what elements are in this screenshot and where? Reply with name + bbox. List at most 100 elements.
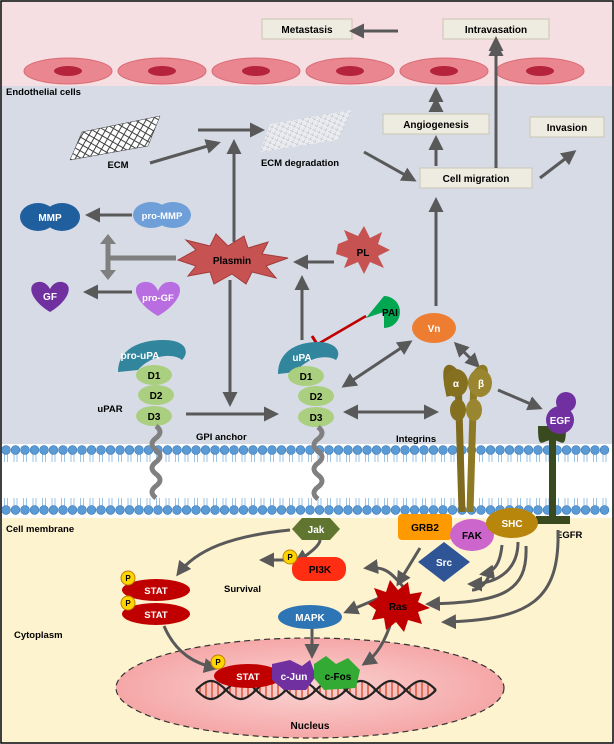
lipid-head: [229, 445, 239, 455]
lipid-head: [162, 445, 173, 455]
svg-text:GRB2: GRB2: [411, 523, 439, 534]
ecm-mesh: [69, 115, 161, 161]
mapk-node: MAPK: [278, 605, 342, 629]
lipid-head: [580, 445, 591, 455]
tee-arrowhead-down: [100, 270, 116, 280]
lipid-head: [219, 445, 230, 455]
lipid-head: [390, 505, 401, 515]
mmp-node: MMP: [20, 203, 80, 231]
ecm-degradation-mesh: [260, 110, 352, 152]
ecm-degradation-label: ECM degradation: [261, 158, 339, 169]
svg-text:STAT: STAT: [236, 672, 260, 683]
svg-text:PI3K: PI3K: [309, 565, 332, 576]
cell-membrane: [1, 445, 610, 515]
pro-mmp-node: pro-MMP: [133, 202, 191, 228]
lipid-head: [504, 445, 515, 455]
lipid-head: [428, 505, 439, 515]
lipid-head: [295, 445, 306, 455]
lipid-head: [362, 505, 372, 515]
grb2-node: GRB2: [398, 514, 452, 540]
svg-text:Ras: Ras: [389, 602, 408, 613]
lipid-head: [39, 445, 49, 455]
lipid-head: [124, 505, 135, 515]
svg-text:Angiogenesis: Angiogenesis: [403, 120, 469, 131]
lipid-head: [96, 445, 106, 455]
lipid-head: [571, 505, 581, 515]
lipid-head: [362, 445, 372, 455]
lipid-head: [200, 505, 211, 515]
lipid-head: [343, 505, 353, 515]
ras-node: Ras: [368, 580, 430, 632]
upar-label: uPAR: [97, 404, 122, 415]
svg-text:Intravasation: Intravasation: [465, 25, 527, 36]
svg-text:pro-MMP: pro-MMP: [142, 211, 183, 222]
integrins-label: Integrins: [396, 434, 436, 445]
svg-text:Invasion: Invasion: [547, 123, 588, 134]
lipid-head: [381, 505, 391, 515]
src-node: Src: [418, 542, 470, 582]
svg-text:α: α: [453, 379, 460, 390]
lipid-head: [533, 505, 543, 515]
egfr-label: EGFR: [556, 530, 583, 541]
lipid-head: [343, 445, 353, 455]
pai-node: PAI: [366, 296, 400, 328]
lipid-head: [257, 445, 268, 455]
svg-text:D2: D2: [150, 391, 163, 402]
svg-text:P: P: [125, 599, 131, 608]
svg-text:c-Fos: c-Fos: [325, 672, 352, 683]
lipid-head: [371, 505, 382, 515]
lipid-head: [267, 505, 277, 515]
svg-text:Jak: Jak: [308, 525, 325, 536]
lipid-head: [48, 505, 59, 515]
lipid-head: [191, 505, 201, 515]
membrane-label: Cell membrane: [6, 524, 74, 535]
lipid-head: [172, 445, 182, 455]
lipid-head: [561, 505, 572, 515]
stat-node-1: STAT P: [120, 570, 190, 601]
tee-arrowhead-up: [100, 234, 116, 244]
lipid-head: [314, 505, 325, 515]
lipid-head: [238, 505, 249, 515]
lipid-head: [286, 505, 296, 515]
svg-text:β: β: [478, 379, 484, 390]
lipid-head: [77, 505, 87, 515]
svg-text:MMP: MMP: [38, 213, 62, 224]
lipid-head: [181, 505, 192, 515]
lipid-head: [305, 505, 315, 515]
intravasation-box: Intravasation: [442, 18, 550, 40]
cytoplasm-label: Cytoplasm: [14, 630, 63, 641]
lipid-head: [162, 505, 173, 515]
lipid-head: [276, 445, 287, 455]
lipid-head: [1, 445, 11, 455]
svg-text:Vn: Vn: [428, 324, 441, 335]
svg-text:Metastasis: Metastasis: [281, 25, 333, 36]
ecm-label: ECM: [107, 160, 128, 171]
lipid-head: [219, 505, 230, 515]
stat-node-2: STAT P: [120, 595, 190, 625]
plasmin-node: Plasmin: [176, 233, 289, 285]
lipid-head: [29, 445, 40, 455]
svg-text:P: P: [287, 553, 293, 562]
fak-node: FAK: [450, 519, 494, 551]
lipid-head: [409, 505, 420, 515]
svg-text:uPA: uPA: [292, 353, 311, 364]
lipid-head: [438, 505, 448, 515]
svg-text:pro-GF: pro-GF: [142, 293, 174, 304]
endothelial-cells: [23, 57, 585, 85]
lipid-head: [105, 445, 116, 455]
shc-node: SHC: [486, 508, 538, 538]
plasmin-activation-tee: [105, 238, 176, 276]
lipid-head: [485, 445, 496, 455]
lipid-head: [105, 505, 116, 515]
lipid-head: [571, 445, 581, 455]
lipid-head: [58, 505, 68, 515]
lipid-head: [523, 445, 534, 455]
svg-text:EGF: EGF: [550, 416, 571, 427]
pro-gf-node: pro-GF: [135, 281, 181, 316]
survival-label: Survival: [224, 584, 261, 595]
lipid-head: [286, 445, 296, 455]
lipid-head: [352, 505, 363, 515]
lipid-head: [447, 445, 458, 455]
svg-text:P: P: [125, 574, 131, 583]
